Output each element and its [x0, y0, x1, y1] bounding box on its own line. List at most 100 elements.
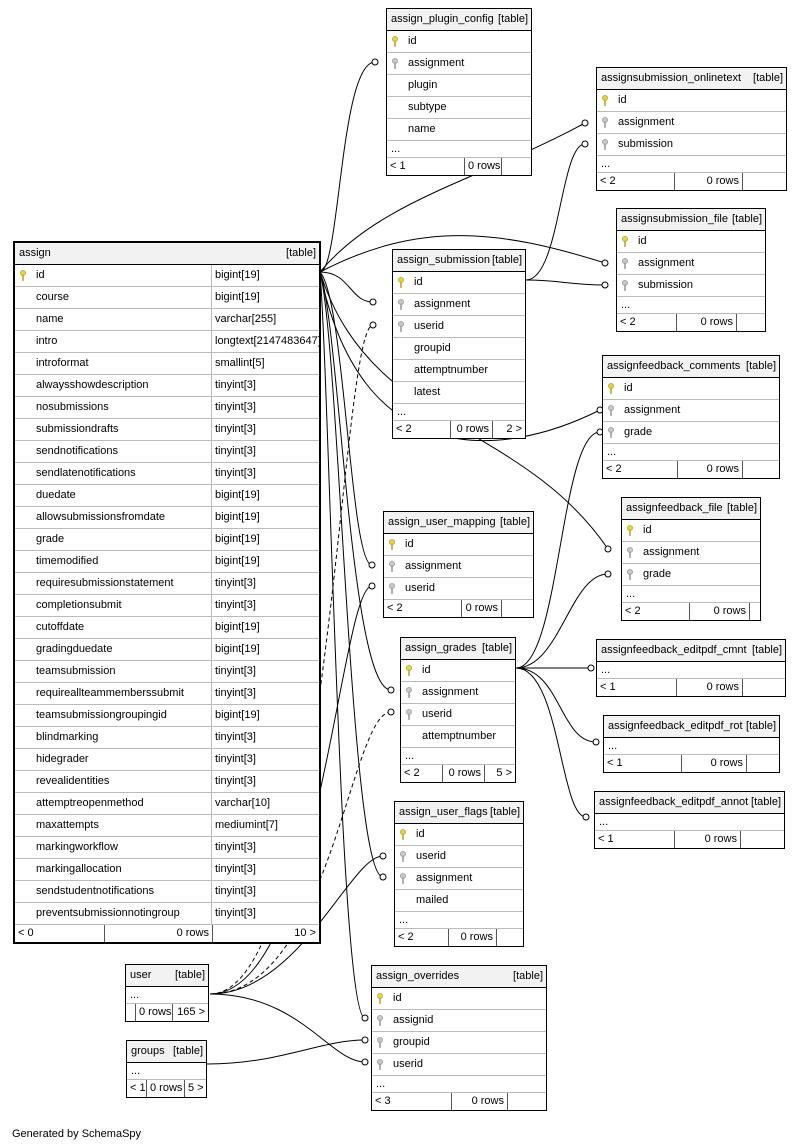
table-header[interactable]: assign_overrides[table]	[372, 966, 546, 988]
column-row[interactable]: assignment	[603, 400, 779, 422]
table-name[interactable]: assignfeedback_file	[626, 502, 723, 514]
column-row[interactable]: submission	[597, 134, 786, 156]
column-row[interactable]: userid	[395, 846, 523, 868]
table-name[interactable]: assign_grades	[405, 642, 477, 654]
table-name[interactable]: assignfeedback_editpdf_cmnt	[601, 644, 747, 656]
column-row[interactable]: id	[597, 90, 786, 112]
column-row[interactable]: subtype	[387, 97, 531, 119]
column-row[interactable]: grade	[603, 422, 779, 444]
table-header[interactable]: assign_user_mapping[table]	[384, 512, 533, 534]
column-row[interactable]: plugin	[387, 75, 531, 97]
parent-count[interactable]: < 1	[387, 158, 465, 175]
column-row[interactable]: latest	[393, 382, 525, 404]
table-name[interactable]: assignfeedback_editpdf_annot	[599, 796, 749, 808]
column-row[interactable]: mailed	[395, 890, 523, 912]
table-header[interactable]: assignfeedback_comments[table]	[603, 356, 779, 378]
child-count[interactable]	[743, 461, 779, 478]
parent-count[interactable]: < 2	[384, 600, 462, 617]
column-row[interactable]: userid	[393, 316, 525, 338]
table-header[interactable]: assignfeedback_editpdf_annot[table]	[595, 792, 784, 814]
child-count[interactable]	[508, 1093, 546, 1110]
column-row[interactable]: name	[387, 119, 531, 141]
child-count[interactable]	[737, 314, 765, 331]
table-name[interactable]: assignfeedback_editpdf_rot	[608, 720, 743, 732]
column-row[interactable]: id	[401, 660, 515, 682]
table-header[interactable]: assign_user_flags[table]	[395, 802, 523, 824]
column-row[interactable]: userid	[372, 1054, 546, 1076]
column-row[interactable]: id	[387, 31, 531, 53]
child-count[interactable]	[750, 603, 760, 620]
table-name[interactable]: assign_user_mapping	[388, 516, 496, 528]
child-count[interactable]: 5 >	[496, 767, 512, 779]
child-count[interactable]: 10 >	[294, 927, 316, 939]
column-row[interactable]: assignment	[395, 868, 523, 890]
child-count[interactable]	[743, 679, 785, 696]
child-count[interactable]: 165 >	[177, 1006, 205, 1018]
table-name[interactable]: assign	[19, 247, 51, 259]
column-row[interactable]: groupid	[393, 338, 525, 360]
column-row[interactable]: attemptnumber	[401, 726, 515, 748]
child-count[interactable]	[741, 831, 784, 848]
parent-count[interactable]: < 3	[372, 1093, 452, 1110]
table-assignfeedback-editpdf-annot[interactable]: assignfeedback_editpdf_annot[table]...< …	[594, 791, 785, 849]
column-row[interactable]: userid	[384, 578, 533, 600]
table-header[interactable]: groups[table]	[127, 1041, 206, 1063]
child-count[interactable]	[497, 929, 523, 946]
column-row[interactable]: assignment	[384, 556, 533, 578]
parent-count[interactable]: < 1	[597, 679, 677, 696]
child-count[interactable]	[747, 755, 779, 772]
column-row[interactable]: groupid	[372, 1032, 546, 1054]
parent-count[interactable]	[126, 1004, 136, 1021]
child-count[interactable]	[743, 173, 786, 190]
table-name[interactable]: assign_plugin_config	[391, 13, 494, 25]
table-header[interactable]: assignfeedback_file[table]	[622, 498, 760, 520]
parent-count[interactable]: < 1	[595, 831, 675, 848]
child-count[interactable]	[502, 158, 531, 175]
parent-count[interactable]: < 1	[604, 755, 682, 772]
table-name[interactable]: user	[130, 969, 152, 981]
column-row[interactable]: assignment	[393, 294, 525, 316]
column-row[interactable]: grade	[622, 564, 760, 586]
table-name[interactable]: assignfeedback_comments	[607, 360, 741, 372]
column-row[interactable]: id	[384, 534, 533, 556]
parent-count[interactable]: < 2	[395, 929, 449, 946]
parent-count[interactable]: < 2	[401, 765, 443, 782]
table-name[interactable]: assign_overrides	[376, 970, 460, 982]
column-row[interactable]: id	[622, 520, 760, 542]
column-row[interactable]: id	[617, 231, 765, 253]
child-count[interactable]	[502, 600, 533, 617]
table-header[interactable]: user[table]	[126, 965, 208, 987]
table-name[interactable]: groups	[131, 1045, 165, 1057]
child-count[interactable]: 2 >	[506, 423, 522, 435]
